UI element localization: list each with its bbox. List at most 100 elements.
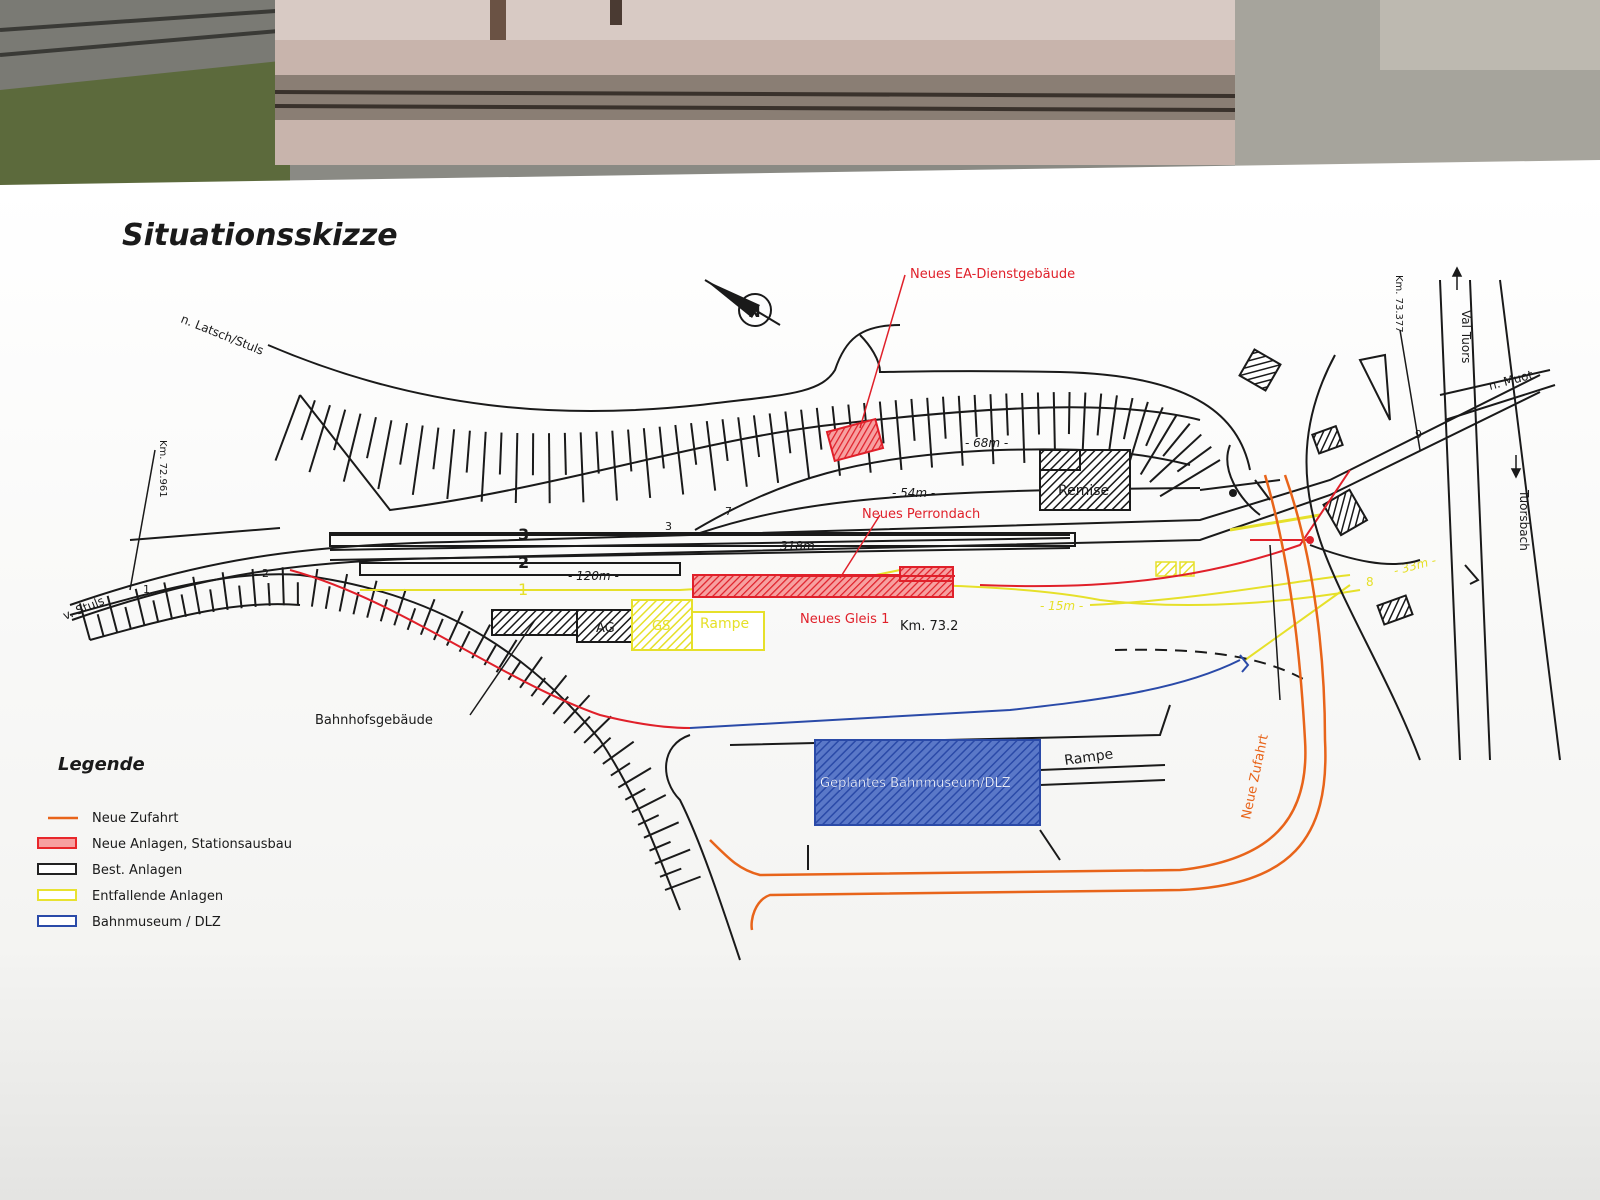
label-km-73-377: Km. 73.377 [1393,275,1404,333]
embankment-tick [238,585,243,609]
embankment-tick [1122,397,1134,440]
embankment-tick [1176,445,1212,473]
embankment-tick [399,422,409,465]
legend-swatch [37,863,77,875]
label-km-73-2: Km. 73.2 [900,619,958,634]
label-dist-54: - 54m - [892,486,935,500]
legend-swatch [37,915,77,927]
embankment-tick [583,715,613,744]
label-switch-2: 2 [262,567,269,580]
embankment-tick [310,568,319,607]
roads-right [1226,279,1561,761]
embankment-tick [163,582,174,620]
label-neues-gleis: Neues Gleis 1 [800,612,889,627]
embankment-tick [267,583,271,606]
photo-background [0,0,1600,200]
embankment-tick [152,600,160,623]
embankment-tick [209,589,215,613]
embankment-tick [631,794,667,814]
embankment-tick [658,426,665,469]
label-remise: Remise [1058,483,1109,499]
embankment-tick [366,416,377,459]
embankment-tick [1021,392,1026,463]
embankment-tick [637,814,660,826]
embankment-tick [878,401,885,444]
svg-text:N: N [748,303,761,321]
small-building-3 [1322,488,1369,537]
embankment-tick [495,639,518,673]
embankment-tick [514,432,519,504]
embankment-tick [643,821,680,839]
embankment-tick [393,588,407,626]
embankment-tick [610,762,631,777]
bahnmuseum-building [814,739,1041,826]
embankment-tick [649,840,671,852]
page-title: Situationsskizze [122,218,398,253]
legend-item-label: Entfallende Anlagen [92,889,223,904]
embankment-tick [642,428,652,498]
embankment-tick [433,618,444,641]
embankment-tick [251,568,257,607]
embankment-tick [1096,393,1103,436]
legend-title: Legende [58,754,145,775]
legend-item-label: Bahnmuseum / DLZ [92,915,221,930]
embankment-tick [432,427,440,470]
embankment-tick [192,576,201,615]
embankment-tick [690,422,698,465]
label-neues-ea: Neues EA-Dienstgebäude [910,267,1075,282]
embankment-tick [593,736,612,754]
legend-item-label: Neue Zufahrt [92,811,178,826]
embankment-tick [659,867,682,878]
label-km-72-961: Km. 72.961 [157,440,168,498]
embankment-tick [1162,423,1191,457]
embankment-tick [480,431,487,502]
embankment-tick [333,409,347,451]
label-dist-120: - 120m - [568,569,619,583]
embankment-tick [446,429,456,500]
embankment-tick [624,787,646,801]
legend-swatch [37,889,77,901]
label-bahnhofsgebaeude: Bahnhofsgebäude [315,713,433,728]
embankment-tick [465,430,471,473]
embankment-tick [1005,393,1009,436]
embankment-tick [180,594,187,617]
embankment-tick [815,407,823,450]
embankment-tick [674,424,685,495]
neue-zufahrt-road [709,474,1327,931]
embankment-tick [406,607,417,631]
embankment-tick [784,411,792,454]
embankment-tick [942,396,947,439]
embankment-tick [1036,392,1041,435]
embankment-tick [445,610,464,647]
embankment-tick [627,429,633,472]
label-switch-8: 8 [1366,575,1374,589]
blue-track [689,659,1241,729]
embankment-tick [134,588,146,627]
embankment-tick [957,395,964,466]
label-track-2: 2 [518,553,529,572]
label-ag: AG [596,621,615,636]
embankment-tick [419,598,436,636]
embankment-tick [96,614,105,637]
small-building-4 [1376,594,1414,626]
embankment-tick [611,430,618,501]
label-switch-9: 9 [1415,428,1422,441]
embankment-tick [366,580,378,618]
embankment-tick [552,695,569,715]
embankment-tick [989,394,995,465]
embankment-tick [519,656,543,689]
embankment-tick [573,715,591,734]
label-gs: GS [652,619,670,634]
embankment-tick [78,603,91,641]
label-switch-1: 1 [143,583,150,596]
label-tuorsbach: Tuorsbach [1517,489,1531,551]
legend-swatch [37,837,77,849]
label-rampe-lower: Rampe [1063,746,1114,769]
embankment-tick [300,400,316,441]
lower-embankment-ticks [78,567,701,891]
plan-board [0,185,1600,1200]
small-building-1 [1238,348,1282,392]
